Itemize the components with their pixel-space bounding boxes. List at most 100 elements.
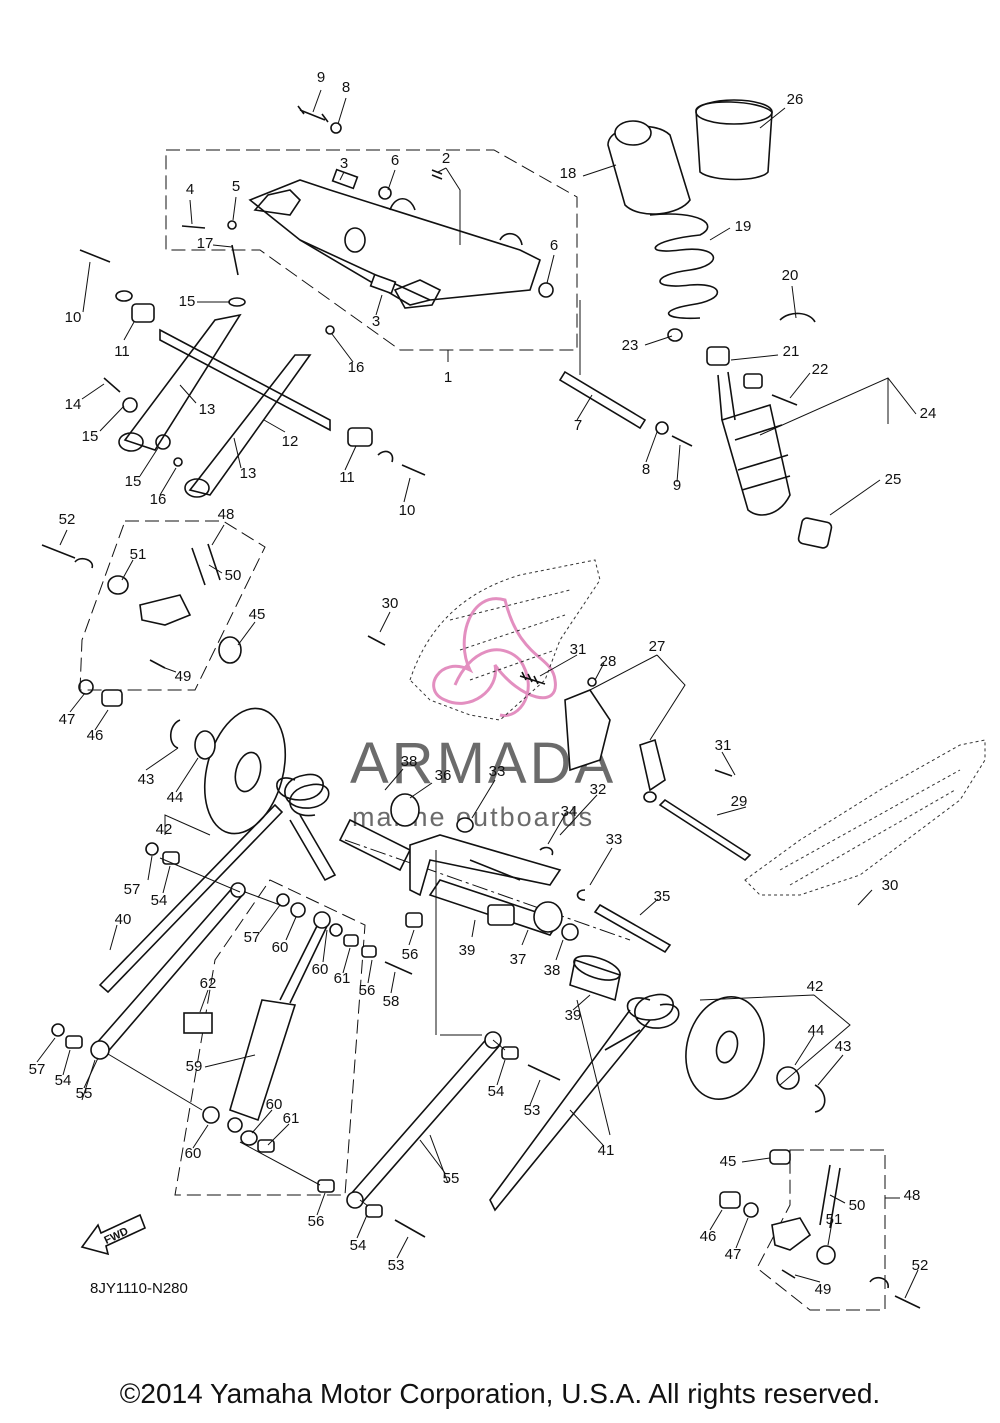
callout-6: 6	[391, 152, 399, 169]
callout-11: 11	[339, 469, 355, 486]
callout-16: 16	[348, 359, 365, 376]
callout-44: 44	[167, 789, 184, 806]
fwd-label: FWD	[102, 1225, 130, 1246]
callout-60: 60	[272, 939, 289, 956]
callout-5: 5	[232, 178, 240, 195]
callout-55: 55	[76, 1085, 93, 1102]
callout-42: 42	[807, 978, 824, 995]
callout-51: 51	[130, 546, 147, 563]
callout-25: 25	[885, 471, 902, 488]
callout-43: 43	[835, 1038, 852, 1055]
track-rails	[409, 559, 986, 896]
callout-39: 39	[565, 1007, 582, 1024]
callout-49: 49	[815, 1281, 832, 1298]
callout-57: 57	[124, 881, 141, 898]
callout-26: 26	[787, 91, 804, 108]
callout-49: 49	[175, 668, 192, 685]
callout-50: 50	[849, 1197, 866, 1214]
lower-links	[90, 882, 502, 1209]
callout-10: 10	[399, 502, 416, 519]
callout-31: 31	[570, 641, 587, 658]
callout-8: 8	[342, 79, 350, 96]
left-idler-wheel	[41, 543, 287, 835]
callout-21: 21	[783, 343, 800, 360]
front-arm-assembly	[248, 168, 541, 309]
assembly-outline-48-right	[756, 1149, 886, 1311]
callout-61: 61	[334, 970, 351, 987]
callout-30: 30	[882, 877, 899, 894]
callout-39: 39	[459, 942, 476, 959]
upper-fasteners	[79, 105, 554, 335]
callout-10: 10	[65, 309, 82, 326]
callout-20: 20	[782, 267, 799, 284]
callout-15: 15	[125, 473, 142, 490]
watermark-logo-mark	[432, 597, 557, 705]
callout-18: 18	[560, 165, 577, 182]
callout-41: 41	[598, 1142, 615, 1159]
callout-15: 15	[82, 428, 99, 445]
lower-fasteners	[51, 842, 561, 1238]
callout-12: 12	[282, 433, 299, 450]
callout-43: 43	[138, 771, 155, 788]
callout-30: 30	[382, 595, 399, 612]
callout-58: 58	[383, 993, 400, 1010]
callout-47: 47	[59, 711, 76, 728]
callout-7: 7	[574, 417, 582, 434]
callout-57: 57	[244, 929, 261, 946]
callout-60: 60	[185, 1145, 202, 1162]
callout-33: 33	[606, 831, 623, 848]
callout-54: 54	[55, 1072, 72, 1089]
callout-55: 55	[443, 1170, 460, 1187]
callout-51: 51	[826, 1211, 843, 1228]
callout-60: 60	[312, 961, 329, 978]
callout-13: 13	[240, 465, 257, 482]
fwd-arrow: FWD	[80, 1213, 147, 1256]
callout-52: 52	[59, 511, 76, 528]
callout-31: 31	[715, 737, 732, 754]
callout-32: 32	[590, 781, 607, 798]
assembly-outline-1	[165, 149, 578, 351]
callout-57: 57	[29, 1061, 46, 1078]
callout-54: 54	[488, 1083, 505, 1100]
callout-1: 1	[444, 369, 452, 386]
callout-54: 54	[151, 892, 168, 909]
callout-36: 36	[435, 767, 452, 784]
callout-62: 62	[200, 975, 217, 992]
callout-48: 48	[218, 506, 235, 523]
callout-52: 52	[912, 1257, 929, 1274]
callout-33: 33	[489, 763, 506, 780]
callout-53: 53	[524, 1102, 541, 1119]
callout-23: 23	[622, 337, 639, 354]
callout-56: 56	[308, 1213, 325, 1230]
callout-61: 61	[283, 1110, 300, 1127]
callout-2: 2	[442, 150, 450, 167]
upper-shafts	[103, 303, 693, 498]
callout-6: 6	[550, 237, 558, 254]
callout-46: 46	[87, 727, 104, 744]
watermark-logo-swirl	[453, 648, 530, 717]
copyright-notice: ©2014 Yamaha Motor Corporation, U.S.A. A…	[119, 1378, 881, 1409]
callout-38: 38	[544, 962, 561, 979]
callout-13: 13	[199, 401, 216, 418]
callout-45: 45	[249, 606, 266, 623]
callout-44: 44	[808, 1022, 825, 1039]
callout-50: 50	[225, 567, 242, 584]
callout-11: 11	[114, 343, 130, 360]
callout-4: 4	[186, 181, 194, 198]
callout-15: 15	[179, 293, 196, 310]
callout-14: 14	[65, 396, 82, 413]
callout-53: 53	[388, 1257, 405, 1274]
callout-38: 38	[401, 753, 418, 770]
callout-45: 45	[720, 1153, 737, 1170]
callout-28: 28	[600, 653, 617, 670]
assembly-outline-48-left	[79, 520, 266, 691]
centerline-main-shaft	[344, 839, 631, 941]
callout-3: 3	[340, 155, 348, 172]
callout-46: 46	[700, 1228, 717, 1245]
callout-9: 9	[673, 477, 681, 494]
callout-60: 60	[266, 1096, 283, 1113]
callout-17: 17	[197, 235, 214, 252]
leader-lines	[36, 89, 919, 1299]
